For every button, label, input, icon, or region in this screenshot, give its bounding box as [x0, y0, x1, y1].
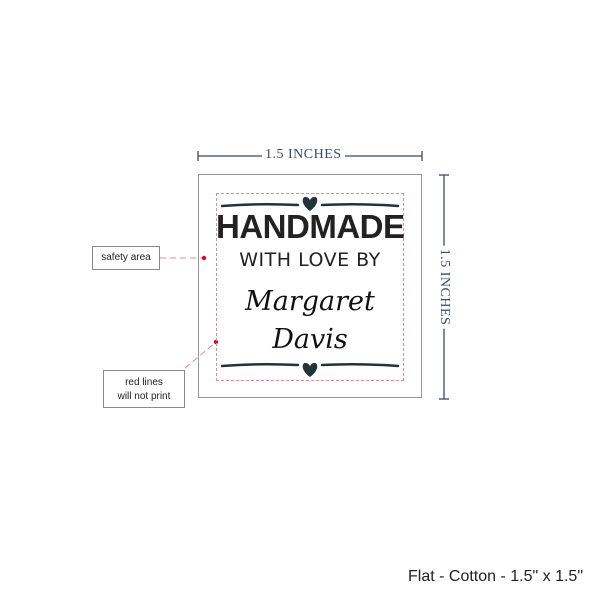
- bottom-rule-left: [220, 362, 300, 368]
- label-first-name: Margaret: [245, 286, 375, 317]
- red-lines-callout: red lines will not print: [103, 370, 185, 408]
- red-lines-text-2: will not print: [117, 391, 171, 402]
- label-outline: [198, 174, 422, 398]
- label-last-name: Davis: [272, 324, 348, 355]
- safety-area-text: safety area: [101, 252, 151, 263]
- product-description: Flat - Cotton - 1.5" x 1.5": [408, 568, 583, 585]
- bottom-rule-right: [320, 362, 400, 368]
- top-rule-right: [320, 202, 400, 208]
- safety-area-outline: [216, 193, 404, 381]
- label-line-with-love-by: WITH LOVE BY: [239, 249, 381, 271]
- red-lines-text-1: red lines: [125, 377, 163, 388]
- height-dimension-label: 1.5 INCHES: [436, 245, 452, 329]
- width-dimension-label: 1.5 INCHES: [262, 147, 345, 163]
- safety-marker-dot: [201, 255, 207, 261]
- red-lines-leader-line: [184, 341, 217, 369]
- heart-top-icon: [302, 196, 318, 211]
- top-rule-left: [220, 202, 300, 208]
- heart-bottom-icon: [302, 362, 318, 377]
- label-line-handmade: HANDMADE: [216, 208, 405, 245]
- safety-area-callout: safety area: [92, 246, 160, 270]
